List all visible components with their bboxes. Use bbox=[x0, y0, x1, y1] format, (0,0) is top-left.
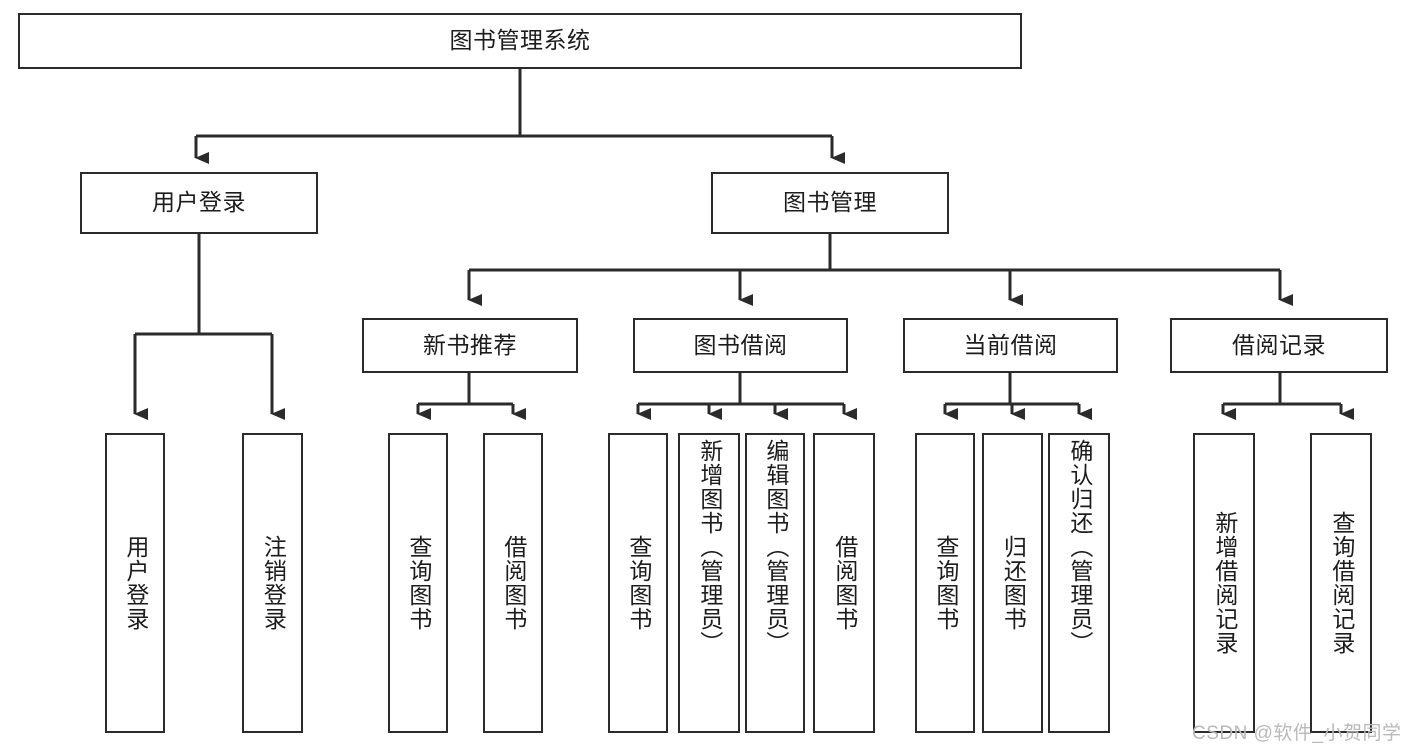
node-leaf-query-borrow-record[interactable]: 查询借阅记录 bbox=[1310, 433, 1372, 733]
node-label: 注销登录 bbox=[260, 535, 287, 631]
node-book-borrow[interactable]: 图书借阅 bbox=[633, 318, 848, 373]
node-leaf-edit-book-admin[interactable]: 编辑图书（管理员） bbox=[745, 433, 805, 733]
node-new-book-recommend[interactable]: 新书推荐 bbox=[362, 318, 578, 373]
node-book-management[interactable]: 图书管理 bbox=[711, 172, 949, 234]
node-label: 用户登录 bbox=[152, 189, 246, 216]
node-leaf-query-book-current[interactable]: 查询图书 bbox=[915, 433, 975, 733]
node-label: 借阅图书 bbox=[500, 535, 527, 631]
node-leaf-logout[interactable]: 注销登录 bbox=[242, 433, 303, 733]
node-leaf-query-book-borrow[interactable]: 查询图书 bbox=[608, 433, 668, 733]
node-leaf-return-book[interactable]: 归还图书 bbox=[982, 433, 1043, 733]
node-label: 查询图书 bbox=[625, 535, 652, 631]
node-label: 图书管理系统 bbox=[449, 27, 591, 54]
node-label: 确认归还（管理员） bbox=[1066, 439, 1093, 655]
node-label: 图书借阅 bbox=[693, 331, 788, 358]
node-label: 编辑图书（管理员） bbox=[762, 439, 789, 655]
node-label: 查询图书 bbox=[932, 535, 959, 631]
node-label: 查询图书 bbox=[405, 535, 432, 631]
node-label: 新增图书（管理员） bbox=[696, 439, 723, 655]
node-label: 归还图书 bbox=[1000, 535, 1027, 631]
node-leaf-add-book-admin[interactable]: 新增图书（管理员） bbox=[678, 433, 740, 733]
node-label: 借阅记录 bbox=[1232, 331, 1326, 358]
node-leaf-borrow-book[interactable]: 借阅图书 bbox=[813, 433, 875, 733]
node-label: 图书管理 bbox=[783, 189, 877, 216]
node-label: 当前借阅 bbox=[963, 331, 1058, 358]
node-leaf-query-book-recommend[interactable]: 查询图书 bbox=[388, 433, 448, 733]
node-current-borrow[interactable]: 当前借阅 bbox=[903, 318, 1118, 373]
node-label: 查询借阅记录 bbox=[1328, 511, 1355, 655]
node-user-login[interactable]: 用户登录 bbox=[80, 172, 318, 234]
node-leaf-add-borrow-record[interactable]: 新增借阅记录 bbox=[1193, 433, 1255, 733]
node-label: 新增借阅记录 bbox=[1211, 511, 1238, 655]
watermark-csdn: CSDN @软件_小贺同学 bbox=[1192, 723, 1402, 744]
node-label: 新书推荐 bbox=[423, 331, 517, 358]
node-leaf-confirm-return-admin[interactable]: 确认归还（管理员） bbox=[1048, 433, 1110, 733]
node-leaf-borrow-book-recommend[interactable]: 借阅图书 bbox=[483, 433, 543, 733]
node-borrow-record[interactable]: 借阅记录 bbox=[1170, 318, 1388, 373]
node-label: 借阅图书 bbox=[831, 535, 858, 631]
node-root-book-management-system[interactable]: 图书管理系统 bbox=[18, 13, 1022, 69]
node-leaf-user-login[interactable]: 用户登录 bbox=[105, 433, 165, 733]
node-label: 用户登录 bbox=[122, 535, 149, 631]
